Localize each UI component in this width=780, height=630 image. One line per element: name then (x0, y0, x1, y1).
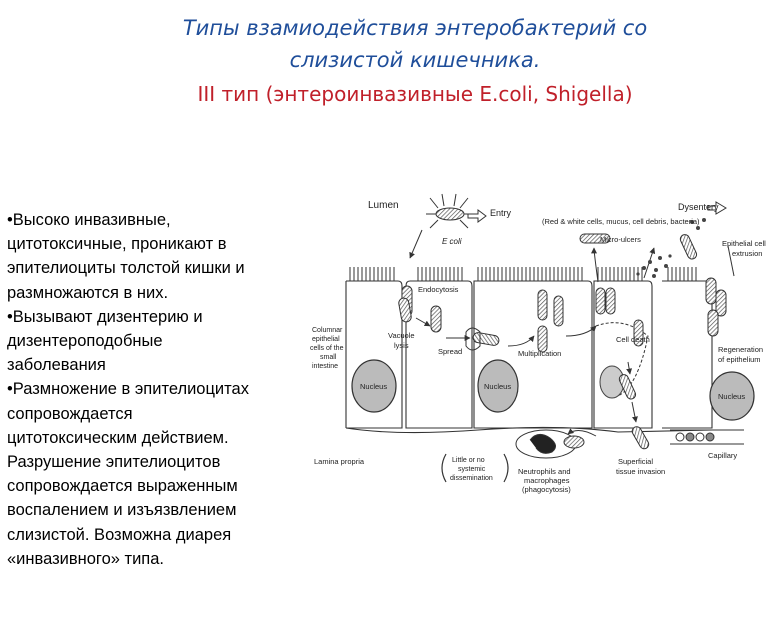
label-dysentery-note: (Red & white cells, mucus, cell debris, … (542, 217, 700, 226)
label-columnar-1: Columnar (312, 327, 343, 334)
body-line: Разрушение эпителиоцитов (7, 453, 221, 472)
label-columnar-4: small (320, 354, 337, 361)
label-extrusion-2: extrusion (732, 249, 762, 258)
body-line: эпителиоциты толстой кишки и (7, 259, 245, 278)
body-line: «инвазивного» типа. (7, 549, 164, 568)
label-little-1: Little or no (452, 457, 485, 464)
title-line-1: Типы взамиодействия энтеробактерий со (182, 16, 648, 40)
label-lumen: Lumen (368, 200, 399, 211)
body-text: •Высоко инвазивные, цитотоксичные, прони… (7, 208, 307, 571)
body-line: сопровождается (7, 404, 133, 423)
dysentery-arrow (707, 201, 727, 215)
label-nucleus-1: Nucleus (360, 382, 387, 391)
invasion-diagram: Lumen Entry E coli Dysentery (Red & whit… (298, 186, 780, 504)
label-ecoli: E coli (442, 237, 462, 246)
label-vacuole-1: Vacuole (388, 331, 415, 340)
label-superficial-1: Superficial (618, 457, 653, 466)
spread-protrusion (465, 327, 481, 351)
process-arrows (409, 229, 735, 437)
bracket-right (503, 453, 509, 483)
label-endocytosis: Endocytosis (418, 285, 459, 294)
label-dysentery: Dysentery (678, 202, 719, 212)
label-spread: Spread (438, 347, 462, 356)
label-columnar-2: epithelial (312, 336, 340, 343)
label-neutrophils-3: (phagocytosis) (522, 485, 571, 494)
label-neutrophils-2: macrophages (524, 476, 570, 485)
title-line-2: слизистой кишечника. (289, 48, 541, 72)
label-superficial-2: tissue invasion (616, 467, 665, 476)
label-vacuole-2: lysis (394, 341, 409, 350)
label-columnar-3: cells of the (310, 345, 344, 352)
body-line: сопровождается выраженным (7, 477, 238, 496)
title-line-3: III тип (энтероинвазивные E.coli, Shigel… (197, 82, 633, 106)
body-line: цитотоксичные, проникают в (7, 235, 227, 254)
slide-title: Типы взамиодействия энтеробактерий со сл… (100, 12, 730, 110)
label-neutrophils-1: Neutrophils and (518, 467, 571, 476)
microvilli (349, 267, 697, 281)
label-cell-death: Cell death (616, 335, 650, 344)
label-columnar-5: intestine (312, 363, 338, 370)
nuclei (351, 359, 755, 421)
body-line: цитотоксическим действием. (7, 428, 229, 447)
label-regeneration-1: Regeneration (718, 345, 763, 354)
label-nucleus-2: Nucleus (484, 382, 511, 391)
phagocytes (515, 429, 585, 459)
label-little-3: dissemination (450, 475, 493, 482)
label-little-2: systemic (458, 466, 486, 473)
body-line: •Размножение в эпителиоцитах (7, 380, 249, 399)
body-line: воспалением и изъязвлением (7, 501, 237, 520)
bracket-left (441, 453, 447, 483)
body-line: дизентероподобные (7, 332, 163, 351)
label-extrusion-1: Epithelial cell (722, 239, 766, 248)
label-capillary: Capillary (708, 451, 737, 460)
label-entry: Entry (490, 208, 512, 218)
label-regeneration-2: of epithelium (718, 355, 761, 364)
body-line: •Высоко инвазивные, (7, 211, 171, 229)
label-micro-ulcers: Micro-ulcers (600, 235, 641, 244)
label-lamina-propria: Lamina propria (314, 457, 365, 466)
body-line: размножаются в них. (7, 283, 169, 302)
entry-arrow (467, 209, 487, 223)
body-line: слизистой. Возможна диарея (7, 525, 232, 544)
debris-dots (636, 218, 706, 278)
label-multiplication: Multiplication (518, 349, 561, 358)
body-line: •Вызывают дизентерию и (7, 307, 203, 326)
bacteria (398, 233, 727, 450)
label-nucleus-3: Nucleus (718, 392, 745, 401)
capillary (670, 429, 744, 445)
ecoli-bacterium (426, 193, 474, 229)
body-line: заболевания (7, 356, 106, 375)
